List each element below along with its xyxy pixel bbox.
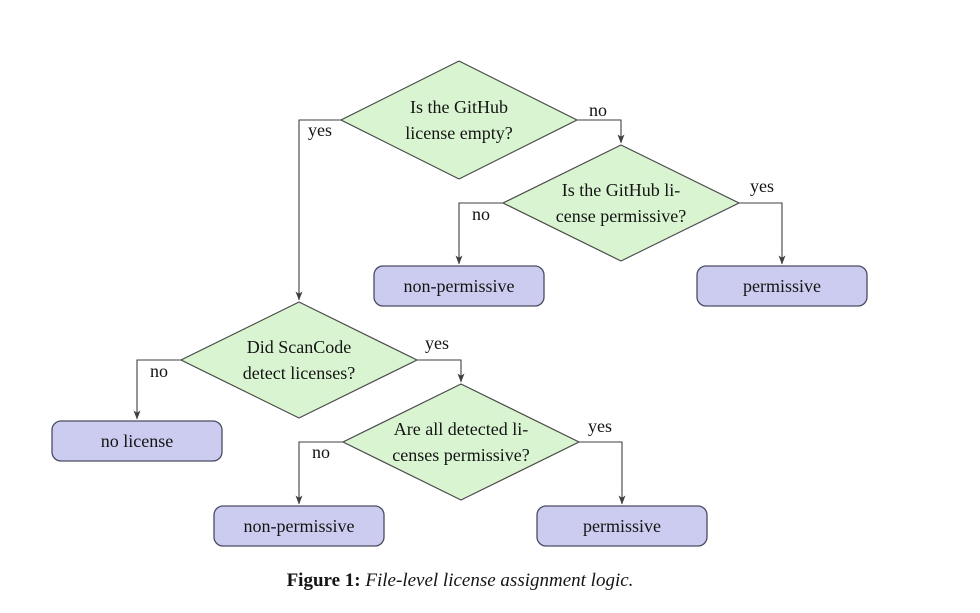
figure-caption: Figure 1: File-level license assignment … — [0, 570, 920, 592]
figure-caption-text: File-level license assignment logic. — [365, 570, 634, 591]
result-node-no-license — [51, 420, 223, 462]
result-node-permissive-top — [696, 265, 868, 307]
decision-node-all-permissive — [341, 383, 581, 501]
result-node-non-permissive-top — [373, 265, 545, 307]
result-node-non-permissive-bottom — [213, 505, 385, 547]
edge-scancode-yes — [417, 359, 465, 383]
figure-caption-label: Figure 1: — [286, 570, 361, 591]
edge-github-empty-yes — [295, 119, 341, 301]
edge-all-permissive-yes — [579, 441, 626, 505]
edge-scancode-no — [133, 359, 181, 420]
decision-node-github-permissive — [501, 144, 741, 262]
result-node-permissive-bottom — [536, 505, 708, 547]
edge-github-permissive-yes — [739, 202, 786, 265]
decision-node-github-empty — [339, 60, 579, 180]
decision-node-scancode-detect — [179, 301, 419, 419]
edge-github-permissive-no — [455, 202, 503, 265]
edge-github-empty-no — [577, 119, 625, 144]
edge-all-permissive-no — [295, 441, 343, 505]
